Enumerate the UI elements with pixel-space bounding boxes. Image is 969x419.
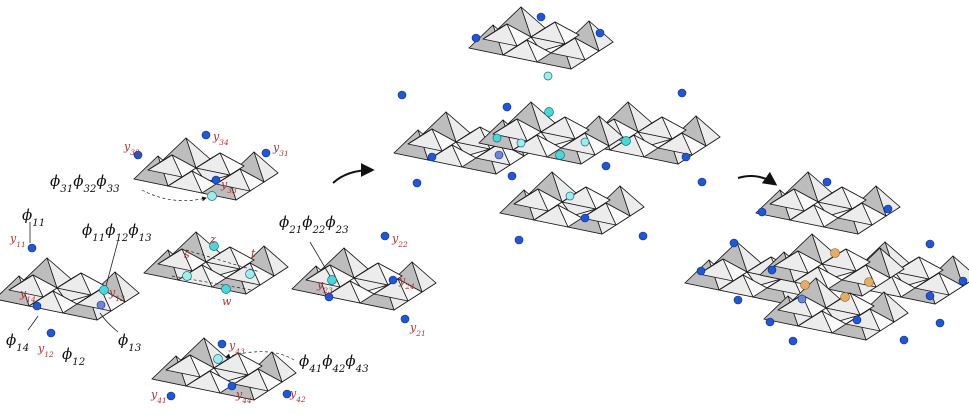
mid-tile-bottom bbox=[499, 171, 645, 235]
tile-center-contracted bbox=[143, 231, 289, 295]
label-phi13: ϕ13 bbox=[118, 331, 141, 354]
left-leaders bbox=[27, 189, 331, 361]
node-y21 bbox=[400, 314, 410, 324]
label-w: w bbox=[222, 295, 232, 308]
label-phi-2: ϕ21ϕ22ϕ23 bbox=[279, 213, 349, 236]
tensor-phi1 bbox=[99, 285, 109, 295]
left-blue-nodes bbox=[27, 130, 410, 401]
node-y22 bbox=[380, 231, 390, 241]
tensor-phi2 bbox=[327, 275, 337, 285]
right-tile-top bbox=[755, 171, 901, 235]
node-y43 bbox=[217, 339, 227, 349]
tensor-t bbox=[245, 269, 255, 279]
node-y42 bbox=[282, 389, 292, 399]
node-y33 bbox=[211, 175, 221, 185]
label-y41: y41 bbox=[150, 388, 167, 405]
right-orange-nodes bbox=[800, 248, 874, 302]
node-y14 bbox=[32, 301, 42, 311]
label-phi-3: ϕ31ϕ32ϕ33 bbox=[50, 172, 120, 195]
node-y32 bbox=[133, 150, 143, 160]
label-y11: y11 bbox=[9, 232, 26, 249]
tile-3 bbox=[133, 137, 279, 201]
right-blue-nodes bbox=[696, 177, 968, 346]
label-phi-4: ϕ41ϕ42ϕ43 bbox=[299, 352, 369, 375]
node-y23-b bbox=[324, 292, 334, 302]
label-z: z bbox=[209, 233, 216, 246]
label-y33: y33 bbox=[220, 178, 237, 195]
label-phi11: ϕ11 bbox=[22, 206, 45, 229]
label-y42: y42 bbox=[289, 387, 306, 404]
label-phi14: ϕ14 bbox=[6, 331, 29, 354]
label-y23: y23 bbox=[316, 278, 333, 295]
tile-4 bbox=[151, 337, 297, 401]
mid-tile-top bbox=[468, 6, 614, 70]
node-y41 bbox=[166, 391, 176, 401]
node-y31 bbox=[261, 148, 271, 158]
tensor-phi4 bbox=[213, 354, 223, 364]
label-y43: y43 bbox=[228, 339, 245, 356]
node-y34 bbox=[201, 130, 211, 140]
tile-1 bbox=[0, 257, 140, 321]
node-y13-inner bbox=[96, 300, 106, 310]
mid-tile-center bbox=[478, 101, 624, 165]
tensor-w bbox=[221, 284, 231, 294]
tensor-phi3 bbox=[207, 191, 217, 201]
left-cyan-nodes bbox=[99, 191, 337, 364]
node-y24 bbox=[388, 275, 398, 285]
tile-2 bbox=[291, 247, 437, 311]
phi-labels: ϕ11 ϕ11ϕ12ϕ13 ϕ14 ϕ12 ϕ13 ϕ31ϕ32ϕ33 ϕ21ϕ… bbox=[6, 172, 369, 375]
label-phi-1: ϕ11ϕ12ϕ13 bbox=[82, 221, 152, 244]
node-y44 bbox=[227, 381, 237, 391]
node-y11 bbox=[27, 243, 37, 253]
mid-blue-nodes bbox=[397, 12, 707, 245]
red-labels: y11 y12 y13 y14 y21 y22 y23 y24 y31 y32 … bbox=[9, 130, 426, 405]
label-y34: y34 bbox=[212, 130, 229, 147]
label-phi12: ϕ12 bbox=[62, 345, 85, 368]
label-y21: y21 bbox=[409, 321, 426, 338]
label-y13: y13 bbox=[108, 286, 125, 303]
label-s: s bbox=[184, 248, 190, 261]
label-y44: y44 bbox=[235, 388, 252, 405]
mid-cyan-nodes bbox=[492, 71, 631, 201]
tensor-s bbox=[182, 271, 192, 281]
label-y22: y22 bbox=[391, 232, 408, 249]
label-y12: y12 bbox=[37, 342, 54, 359]
label-y24: y24 bbox=[398, 274, 415, 291]
tensor-z bbox=[209, 241, 219, 251]
label-y14: y14 bbox=[19, 287, 36, 304]
node-y12 bbox=[46, 328, 56, 338]
label-y32: y32 bbox=[123, 140, 140, 157]
label-y31: y31 bbox=[272, 141, 289, 158]
curved-arrow-icon bbox=[737, 171, 778, 186]
curved-arrow-icon bbox=[332, 163, 375, 184]
label-t: t bbox=[251, 247, 256, 260]
